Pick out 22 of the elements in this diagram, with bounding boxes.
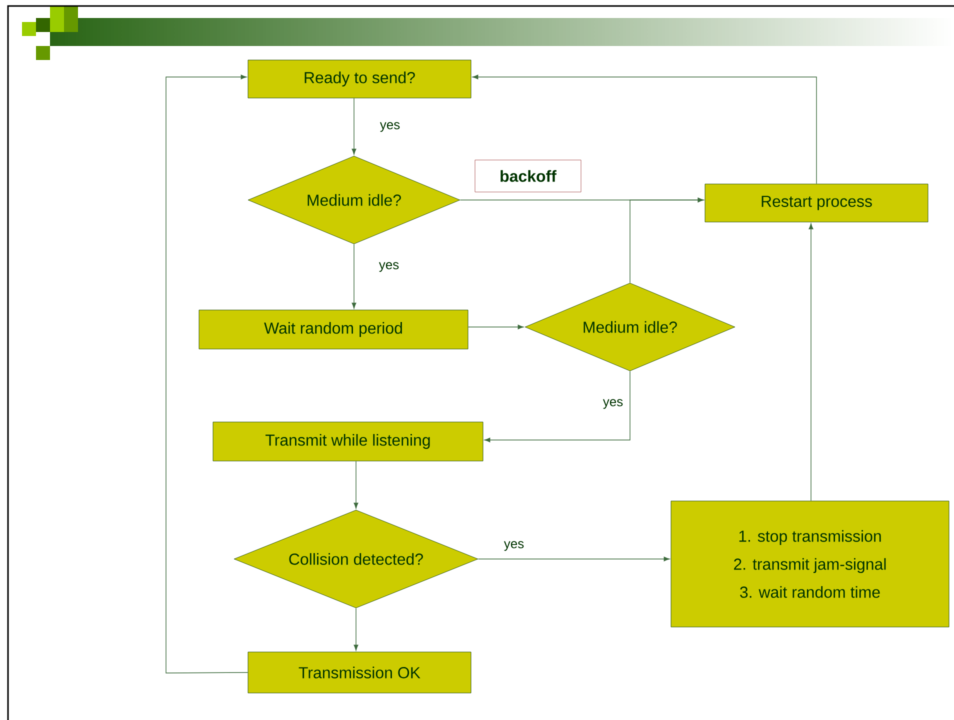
arrow [352,244,356,309]
edge-label: yes [502,540,526,552]
arrow [478,556,670,562]
process-box: Transmit while listening [212,422,484,462]
arrow [484,370,630,442]
arrow [354,460,358,509]
arrow [468,324,524,330]
process-box: Transmission OK [248,652,472,694]
process-box: Restart process [704,184,928,222]
process-box: Wait random period [198,310,468,350]
arrow [354,608,358,651]
process-box: Ready to send? [248,60,472,98]
edge-label: yes [378,121,402,133]
arrow [166,74,248,674]
edge-label: yes [378,261,400,273]
arrow [630,198,704,284]
note-box: backoff [474,160,582,192]
edge-label: yes [602,398,624,410]
arrow [352,98,356,155]
process-box: 1. stop transmission 2. transmit jam-signal 3. wait random time [670,500,950,628]
arrow [808,223,814,502]
arrow [472,74,817,184]
